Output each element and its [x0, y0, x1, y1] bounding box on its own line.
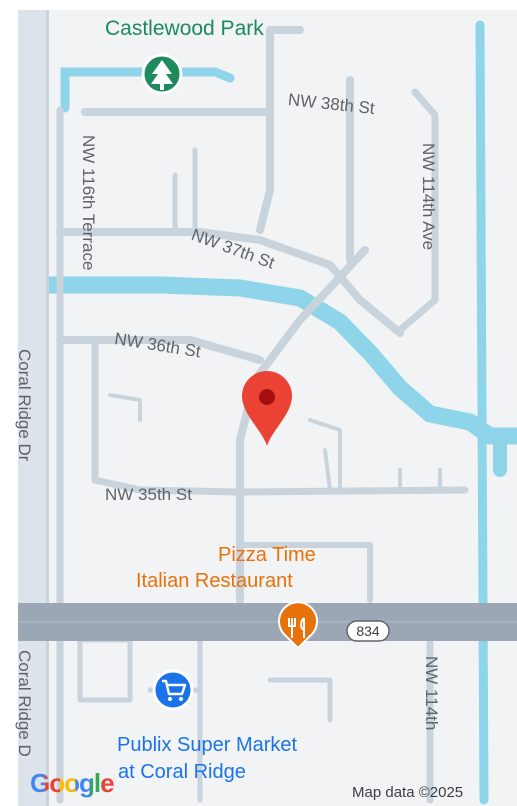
google-logo-text: Google — [30, 768, 115, 798]
coral-ridge-road — [18, 10, 48, 806]
market-label-line2[interactable]: at Coral Ridge — [118, 761, 246, 783]
route-shield-834: 834 — [346, 620, 390, 642]
street-label-coral-ridge-top: Coral Ridge Dr — [15, 349, 34, 462]
park-label[interactable]: Castlewood Park — [105, 17, 264, 40]
restaurant-label-line2[interactable]: Italian Restaurant — [136, 570, 293, 592]
restaurant-marker[interactable] — [278, 601, 318, 650]
restaurant-label-line1[interactable]: Pizza Time — [218, 544, 316, 566]
street-label-nw35: NW 35th St — [105, 485, 192, 504]
street-label-nw114-lower: NW 114th — [422, 656, 441, 731]
route-shield-label: 834 — [356, 623, 380, 639]
map-attribution: Map data ©2025 — [352, 784, 464, 801]
location-pin-icon[interactable] — [242, 371, 292, 446]
shopping-marker[interactable] — [152, 669, 194, 711]
google-logo[interactable]: Google — [30, 768, 115, 799]
street-label-nw116-terrace: NW 116th Terrace — [79, 135, 98, 271]
park-marker[interactable] — [141, 53, 183, 95]
street-label-coral-ridge-bottom: Coral Ridge D — [15, 650, 34, 757]
street-label-nw114-ave: NW 114th Ave — [419, 143, 438, 251]
market-label-line1[interactable]: Publix Super Market — [117, 734, 298, 756]
